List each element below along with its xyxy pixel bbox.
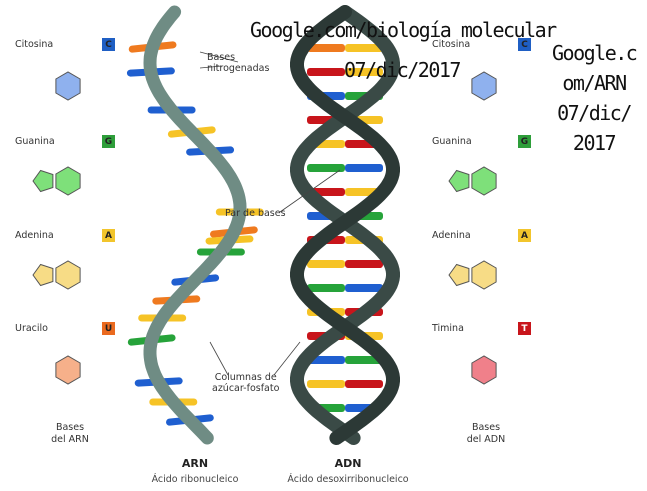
leader-bases-1	[199, 51, 239, 63]
dna-title: ADN	[334, 457, 362, 470]
right-base-letter-3: T	[518, 322, 531, 335]
dna-base-left-0	[307, 44, 345, 52]
dna-base-left-10	[307, 284, 345, 292]
base-ring-icon-3	[471, 355, 497, 385]
right-base-letter-2: A	[518, 229, 531, 242]
left-base-name-1: Guanina	[15, 136, 55, 147]
annotation-bases-nitrogenadas: Bases nitrogenadas	[207, 52, 269, 74]
base-pentagon-icon-2	[32, 263, 54, 287]
annotation-columnas-line-1: Columnas de	[214, 372, 277, 383]
leader-columnas-1	[209, 341, 229, 376]
right-base-letter-1: G	[518, 135, 531, 148]
right-caption-line-2: del ADN	[466, 434, 506, 445]
left-molecule-icons	[32, 71, 81, 385]
dna-backbone-strand-b	[290, 5, 400, 445]
watermark-side-line-1: Google.c	[552, 41, 638, 65]
left-base-name-3: Uracilo	[15, 323, 48, 334]
dna-base-right-13	[345, 356, 383, 364]
base-ring-icon-0	[55, 71, 81, 101]
dna-base-right-9	[345, 260, 383, 268]
leader-par-de-bases	[279, 169, 341, 213]
base-ring-icon-0	[471, 71, 497, 101]
rna-subtitle: Ácido ribonucleico	[151, 474, 239, 485]
right-caption: Bases del ADN	[456, 422, 516, 446]
right-base-name-3: Timina	[432, 323, 464, 334]
watermark-side-line-4: 2017	[572, 131, 617, 155]
left-base-letter-0: C	[102, 38, 115, 51]
dna-base-right-10	[345, 284, 383, 292]
annotation-bases-line-1: Bases	[207, 52, 236, 63]
dna-base-right-1	[345, 68, 383, 76]
dna-base-left-9	[307, 260, 345, 268]
annotation-par-de-bases: Par de bases	[225, 208, 286, 219]
watermark-side-line-2: om/ARN	[562, 71, 627, 95]
dna-base-left-13	[307, 356, 345, 364]
dna-base-left-14	[307, 380, 345, 388]
base-pentagon-icon-2	[448, 263, 470, 287]
right-base-name-2: Adenina	[432, 230, 471, 241]
base-ring-icon-2	[471, 260, 497, 290]
right-caption-line-1: Bases	[471, 422, 501, 433]
watermark-top-line-2: 07/dic/2017	[344, 58, 461, 82]
right-base-letter-0: C	[518, 38, 531, 51]
rna-title: ARN	[181, 457, 209, 470]
dna-base-right-5	[345, 164, 383, 172]
left-base-letter-3: U	[102, 322, 115, 335]
right-molecule-icons	[448, 71, 497, 385]
watermark-top-line-1: Google.com/biología molecular	[250, 18, 557, 42]
dna-base-left-1	[307, 68, 345, 76]
left-base-name-0: Citosina	[15, 39, 54, 50]
rna-sugar-phosphate-backbone	[143, 5, 247, 445]
dna-subtitle: Ácido desoxirribonucleico	[287, 474, 409, 485]
base-ring-icon-1	[471, 166, 497, 196]
left-caption-line-2: del ARN	[51, 434, 89, 445]
base-pentagon-icon-1	[448, 169, 470, 193]
right-base-name-1: Guanina	[432, 136, 472, 147]
annotation-columnas: Columnas de azúcar-fosfato	[212, 372, 279, 394]
annotation-bases-line-2: nitrogenadas	[207, 63, 270, 74]
base-ring-icon-2	[55, 260, 81, 290]
left-base-letter-1: G	[102, 135, 115, 148]
left-caption-line-1: Bases	[55, 422, 85, 433]
left-base-letter-2: A	[102, 229, 115, 242]
base-pentagon-icon-1	[32, 169, 54, 193]
dna-base-right-14	[345, 380, 383, 388]
left-caption: Bases del ARN	[40, 422, 100, 446]
leader-columnas-2	[273, 341, 301, 376]
dna-base-left-5	[307, 164, 345, 172]
dna-base-right-0	[345, 44, 383, 52]
annotation-columnas-line-2: azúcar-fosfato	[212, 383, 280, 394]
left-base-name-2: Adenina	[15, 230, 54, 241]
base-ring-icon-1	[55, 166, 81, 196]
leader-bases-2	[199, 65, 223, 69]
watermark-side-line-3: 07/dic/	[557, 101, 632, 125]
right-base-name-0: Citosina	[432, 39, 471, 50]
base-ring-icon-3	[55, 355, 81, 385]
watermark-side: Google.c om/ARN 07/dic/ 2017	[552, 38, 638, 158]
